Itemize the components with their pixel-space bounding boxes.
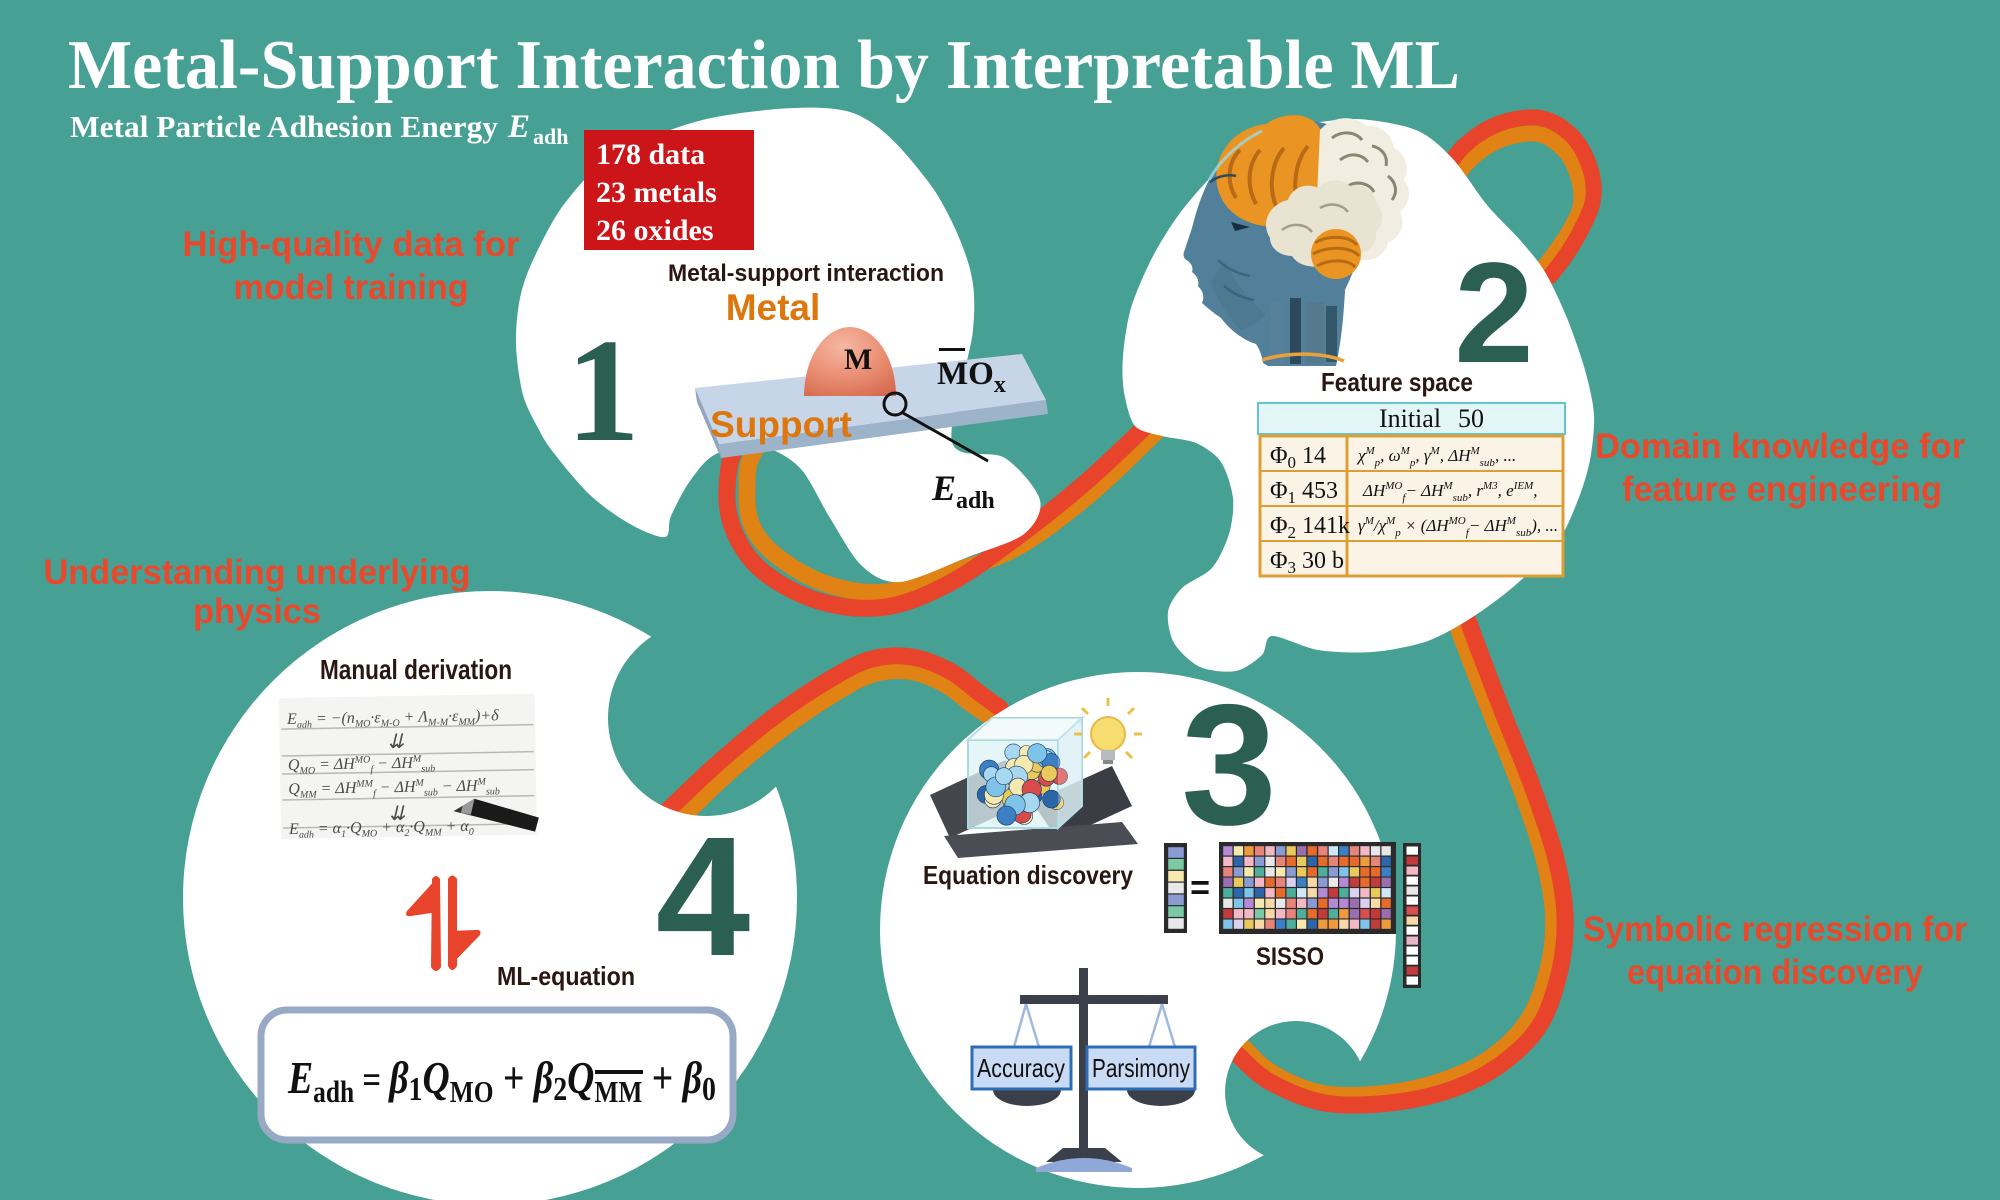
svg-text:23 metals: 23 metals (596, 176, 717, 209)
svg-text:ML-equation: ML-equation (497, 961, 635, 991)
svg-text:Φ1 453: Φ1 453 (1270, 478, 1338, 507)
svg-text:M: M (844, 343, 872, 376)
svg-text:⇊: ⇊ (389, 803, 406, 825)
svg-text:⇊: ⇊ (387, 731, 404, 753)
svg-text:26 oxides: 26 oxides (596, 214, 714, 247)
svg-text:=: = (1190, 869, 1210, 907)
svg-text:50: 50 (1458, 404, 1484, 433)
svg-text:3: 3 (1181, 669, 1277, 861)
svg-text:MOx: MOx (937, 356, 1006, 398)
svg-text:E: E (507, 109, 530, 145)
svg-text:Support: Support (710, 404, 852, 445)
svg-text:Feature space: Feature space (1321, 367, 1473, 397)
svg-text:178 data: 178 data (596, 138, 705, 171)
svg-text:physics: physics (193, 592, 321, 631)
svg-text:Domain knowledge for: Domain knowledge for (1595, 427, 1965, 466)
svg-text:4: 4 (656, 802, 751, 992)
svg-text:feature engineering: feature engineering (1622, 470, 1942, 509)
svg-text:Eadh = β1QMO + β2QMM + β0: Eadh = β1QMO + β2QMM + β0 (287, 1052, 716, 1109)
svg-text:Metal-support interaction: Metal-support interaction (668, 260, 944, 287)
svg-text:Initial: Initial (1379, 404, 1441, 433)
svg-text:Symbolic regression for: Symbolic regression for (1583, 910, 1967, 949)
svg-text:equation discovery: equation discovery (1627, 953, 1923, 992)
svg-text:Metal Particle Adhesion Energy: Metal Particle Adhesion Energy (70, 109, 498, 144)
svg-text:2: 2 (1454, 234, 1534, 393)
svg-text:Metal: Metal (726, 287, 821, 328)
svg-text:High-quality data for: High-quality data for (183, 225, 520, 264)
svg-text:Parsimony: Parsimony (1092, 1053, 1190, 1083)
svg-text:model training: model training (234, 268, 469, 307)
svg-text:QMO = ΔHMOf − ΔHMsub: QMO = ΔHMOf − ΔHMsub (288, 753, 436, 777)
svg-text:1: 1 (566, 309, 640, 473)
svg-text:Φ3 30 b: Φ3 30 b (1270, 548, 1344, 577)
svg-text:Accuracy: Accuracy (977, 1053, 1065, 1083)
svg-text:Understanding underlying: Understanding underlying (44, 553, 471, 592)
svg-text:Φ0 14: Φ0 14 (1270, 443, 1326, 472)
svg-text:Φ2 141k: Φ2 141k (1270, 513, 1350, 542)
svg-text:QMM = ΔHMMf − ΔHMsub − ΔHMsub: QMM = ΔHMMf − ΔHMsub − ΔHMsub (288, 776, 500, 801)
svg-text:Metal-Support Interaction by I: Metal-Support Interaction by Interpretab… (68, 27, 1460, 104)
svg-text:adh: adh (533, 124, 568, 149)
svg-text:SISSO: SISSO (1256, 943, 1324, 971)
svg-text:Equation discovery: Equation discovery (923, 860, 1133, 890)
svg-text:Manual derivation: Manual derivation (320, 654, 512, 685)
